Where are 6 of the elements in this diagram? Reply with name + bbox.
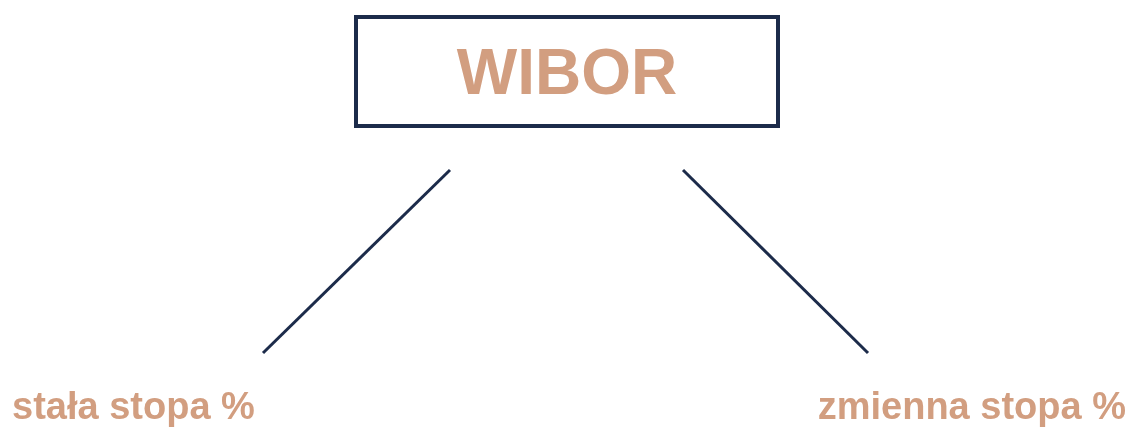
- connector-line: [261, 168, 452, 355]
- title-text: WIBOR: [456, 34, 678, 109]
- category-label: stała stopa %: [12, 384, 255, 428]
- category-label: zmienna stopa %: [817, 384, 1126, 428]
- title-box: [354, 15, 780, 128]
- connector-line: [681, 168, 870, 355]
